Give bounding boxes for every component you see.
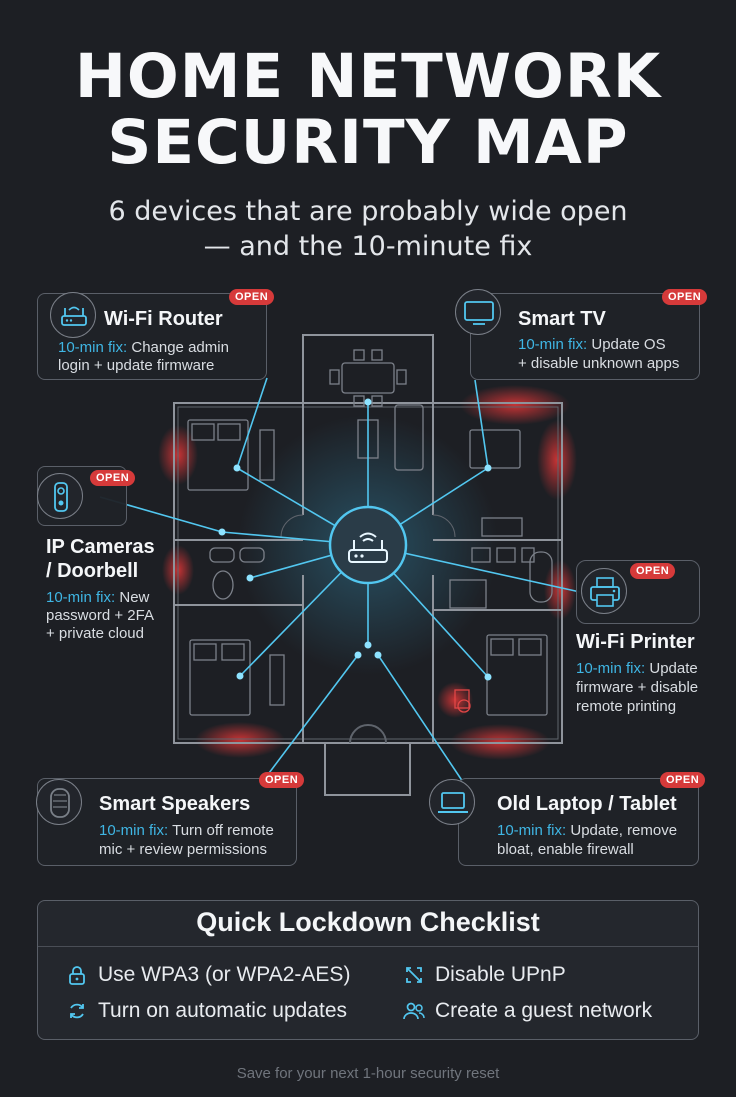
fix-label: 10-min fix: [58,339,128,356]
fix-line-1: 10-min fix: Update OS [518,335,666,354]
glow-top-right [460,385,570,425]
lockdown-checklist-panel [37,900,699,1040]
open-badge: OPEN [90,470,136,486]
printer-icon [581,568,627,614]
fix-line-2: login + update firmware [58,357,215,374]
fix-text: Update OS [591,336,666,353]
checklist-item-wpa3: Use WPA3 (or WPA2-AES) [98,963,351,986]
open-badge: OPEN [630,563,676,579]
device-title: Smart Speakers [99,793,251,815]
checklist-item-upnp: Disable UPnP [435,963,566,986]
smart-speaker-icon [36,779,82,825]
device-card-laptop[interactable]: OPEN Old Laptop / Tablet 10-min fix: Upd… [429,772,706,866]
fix-text: Update [649,660,698,677]
page-title-line-1: HOME NETWORK [74,41,662,112]
dining-table [341,362,395,394]
bed-top-left [187,419,249,491]
device-title: Old Laptop / Tablet [497,793,677,815]
tv-icon [455,289,501,335]
fix-label: 10-min fix: [99,822,169,839]
open-badge: OPEN [259,772,305,788]
fix-line-2: mic + review permissions [99,841,267,858]
open-badge: OPEN [660,772,706,788]
device-card-printer[interactable]: OPEN [576,560,700,624]
laptop-icon [429,779,475,825]
fix-line-2: + disable unknown apps [518,355,680,372]
device-card-camera[interactable]: OPEN [37,466,136,526]
users-icon [403,1002,425,1020]
bed-bottom-left [189,639,251,716]
subtitle-line-1: 6 devices that are probably wide open [108,196,628,227]
printer-fix-line-3: remote printing [576,698,677,715]
camera-fix-line-2: password + 2FA [46,607,154,624]
floor-plan-walls [173,334,563,796]
camera-fix-line-1: 10-min fix: New [46,588,149,607]
fix-text: Update, remove [570,822,678,839]
device-title-printer: Wi-Fi Printer [576,631,695,653]
checklist-divider [38,946,698,947]
open-badge: OPEN [229,289,275,305]
glow-bottom-left [195,722,285,758]
device-card-router[interactable]: OPEN Wi-Fi Router 10-min fix: Change adm… [37,289,275,380]
fix-text: Turn off remote [172,822,274,839]
fix-text: Change admin [131,339,229,356]
device-title-camera-1: IP Cameras [46,536,155,558]
bed-bottom-right [486,634,548,716]
checklist-item-updates: Turn on automatic updates [98,999,348,1022]
lock-icon [69,966,85,985]
furniture [187,349,553,716]
subtitle-line-2: — and the 10-minute fix [203,231,533,262]
checklist-item-guest-network: Create a guest network [435,999,653,1022]
refresh-icon [70,1003,84,1019]
printer-fix-line-1: 10-min fix: Update [576,659,698,678]
central-router-icon [328,505,408,585]
camera-fix-line-3: + private cloud [46,625,144,642]
device-card-tv[interactable]: OPEN Smart TV 10-min fix: Update OS + di… [455,289,708,380]
fix-line-1: 10-min fix: Turn off remote [99,821,274,840]
device-title: Wi-Fi Router [104,308,223,330]
router-icon [50,292,96,338]
fix-label: 10-min fix: [518,336,588,353]
fix-line-1: 10-min fix: Update, remove [497,821,677,840]
fix-line-2: bloat, enable firewall [497,841,634,858]
floor-plan-map [99,334,581,796]
device-card-speaker[interactable]: OPEN Smart Speakers 10-min fix: Turn off… [36,772,305,866]
checklist-title: Quick Lockdown Checklist [196,907,540,937]
sofa [394,404,424,471]
network-nodes [218,398,492,681]
tv-console [469,429,521,469]
fix-label: 10-min fix: [576,660,646,677]
page-title-line-2: SECURITY MAP [107,107,629,178]
fix-label: 10-min fix: [497,822,567,839]
fix-line-1: 10-min fix: Change admin [58,338,229,357]
fix-label: 10-min fix: [46,589,116,606]
footer-note: Save for your next 1-hour security reset [236,1065,500,1082]
device-title-camera-2: / Doorbell [46,560,139,582]
open-badge: OPEN [662,289,708,305]
printer-fix-line-2: firmware + disable [576,679,699,696]
glow-right [537,420,577,500]
upnp-disabled-icon [406,967,422,983]
device-title: Smart TV [518,308,606,330]
fix-text: New [119,589,150,606]
doorbell-camera-icon [37,473,83,519]
